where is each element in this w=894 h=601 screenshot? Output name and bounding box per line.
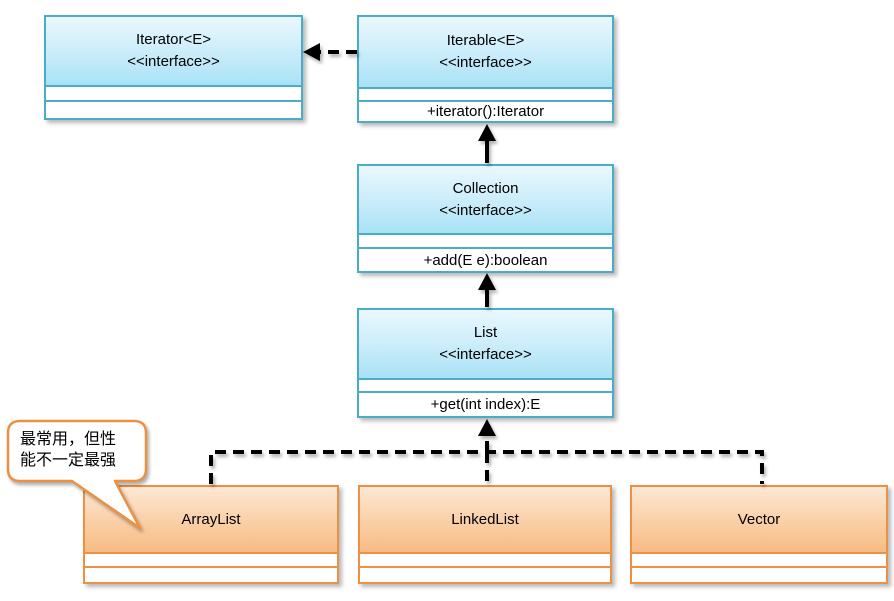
methods-compartment: [360, 568, 610, 582]
class-box-iterable: Iterable<E> <<interface>> +iterator():It…: [357, 15, 614, 123]
attributes-compartment: [46, 87, 301, 102]
class-name: LinkedList: [451, 510, 519, 528]
extends-arrow-collection-to-iterable: [478, 124, 496, 163]
class-name: Iterator<E>: [135, 31, 212, 48]
class-name: List: [473, 324, 498, 341]
class-stereotype: <<interface>>: [439, 346, 532, 363]
attributes-compartment: [359, 235, 612, 249]
class-stereotype: <<interface>>: [439, 54, 532, 71]
attributes-compartment: [632, 554, 886, 568]
class-box-iterator: Iterator<E> <<interface>>: [44, 15, 303, 120]
methods-compartment: +add(E e):boolean: [423, 251, 548, 269]
attributes-compartment: [359, 380, 612, 393]
methods-compartment: [85, 568, 337, 582]
attributes-compartment: [360, 554, 610, 568]
class-stereotype: <<interface>>: [439, 201, 532, 219]
class-header: Vector: [632, 487, 886, 554]
class-name: ArrayList: [181, 510, 241, 528]
callout-note: 最常用，但性 能不一定最强: [20, 429, 138, 471]
methods-compartment: [46, 102, 301, 118]
implements-connector-tree: [209, 419, 764, 484]
callout-line-2: 能不一定最强: [20, 452, 117, 469]
class-name: Vector: [737, 510, 781, 528]
dependency-arrow-iterable-to-iterator: [303, 43, 357, 61]
class-box-linkedlist: LinkedList: [358, 485, 612, 584]
attributes-compartment: [359, 89, 612, 102]
callout-line-1: 最常用，但性: [20, 431, 117, 448]
class-header: Iterable<E> <<interface>>: [359, 17, 612, 89]
class-header: List <<interface>>: [359, 310, 612, 380]
class-box-list: List <<interface>> +get(int index):E: [357, 308, 614, 418]
methods-compartment: [632, 568, 886, 582]
class-header: Iterator<E> <<interface>>: [46, 17, 301, 87]
class-header: Collection <<interface>>: [359, 166, 612, 235]
class-box-collection: Collection <<interface>> +add(E e):boole…: [357, 164, 614, 273]
methods-compartment: +get(int index):E: [430, 396, 541, 413]
class-name: Collection: [452, 179, 519, 197]
class-box-vector: Vector: [630, 485, 888, 584]
class-box-arraylist: ArrayList: [83, 485, 339, 584]
class-header: LinkedList: [360, 487, 610, 554]
class-name: Iterable<E>: [446, 32, 525, 49]
class-stereotype: <<interface>>: [127, 53, 220, 70]
class-header: ArrayList: [85, 487, 337, 554]
attributes-compartment: [85, 554, 337, 568]
extends-arrow-list-to-collection: [478, 273, 496, 307]
methods-compartment: +iterator():Iterator: [426, 103, 545, 120]
